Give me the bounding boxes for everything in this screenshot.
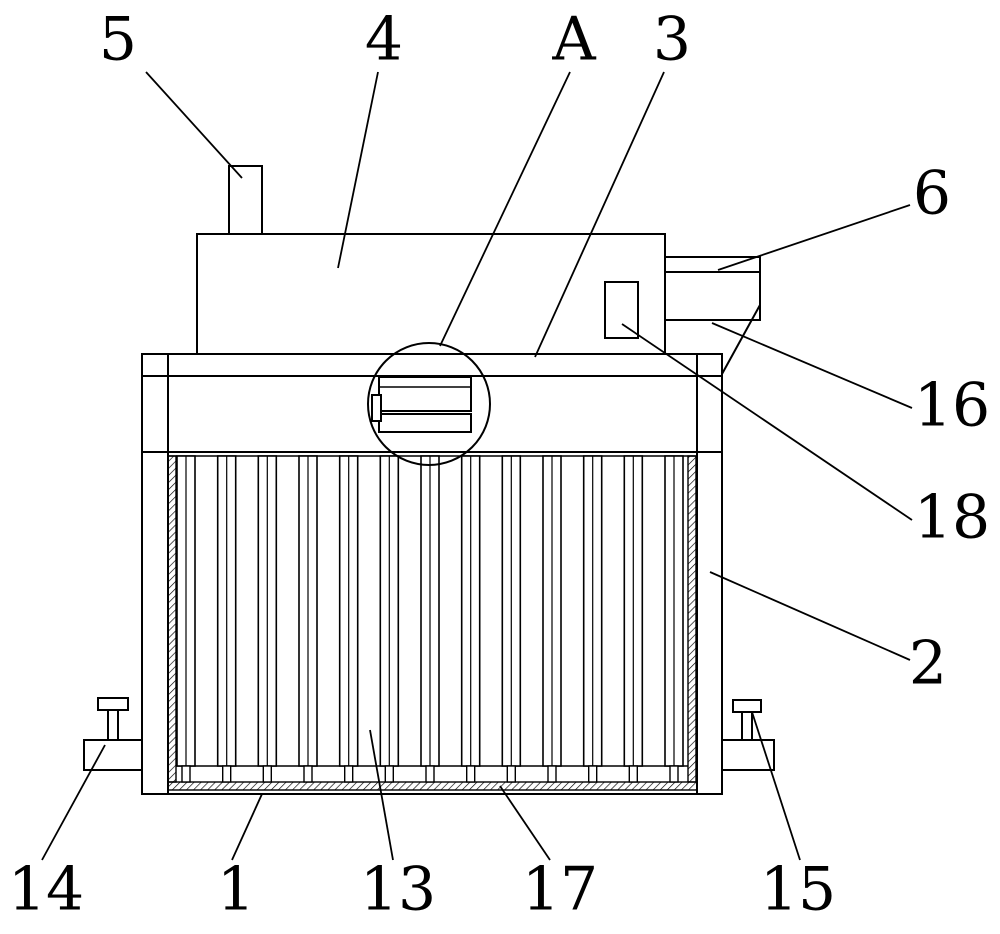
chimney bbox=[228, 165, 263, 235]
leader-4 bbox=[337, 71, 379, 269]
callout-5: 5 bbox=[99, 5, 137, 75]
callout-16: 16 bbox=[914, 371, 990, 441]
bottom-plate bbox=[167, 781, 698, 791]
detail-part-upper bbox=[378, 376, 472, 412]
detail-circle-a bbox=[367, 342, 491, 466]
tube-foot bbox=[262, 765, 272, 783]
tube-foot bbox=[221, 765, 232, 783]
tube-foot bbox=[425, 765, 435, 783]
callout-18: 18 bbox=[914, 483, 990, 553]
leader-18 bbox=[621, 323, 913, 521]
callout-13: 13 bbox=[360, 855, 436, 925]
callout-3: 3 bbox=[653, 5, 691, 75]
tube-foot bbox=[628, 765, 638, 783]
right-bolt-head bbox=[732, 699, 762, 713]
leader-13 bbox=[369, 729, 394, 861]
detail-clip bbox=[371, 394, 382, 422]
leader-14 bbox=[41, 744, 106, 861]
leader-5 bbox=[145, 71, 243, 179]
callout-4: 4 bbox=[365, 5, 403, 75]
callout-6: 6 bbox=[913, 159, 951, 229]
callout-a: A bbox=[551, 5, 596, 75]
tube-foot bbox=[547, 765, 557, 783]
tube-foot bbox=[466, 765, 476, 783]
leader-16 bbox=[711, 322, 913, 409]
tube-foot bbox=[181, 765, 191, 783]
tube-bundle bbox=[176, 455, 684, 783]
leader-15 bbox=[751, 711, 801, 861]
sensor-window bbox=[604, 281, 639, 339]
tube-foot bbox=[506, 765, 516, 783]
side-outlet bbox=[664, 256, 761, 321]
tank-wall-left bbox=[167, 455, 177, 783]
left-foot bbox=[83, 739, 143, 771]
callout-14: 14 bbox=[8, 855, 84, 925]
top-housing bbox=[196, 233, 666, 355]
detail-part-lower bbox=[378, 413, 472, 433]
tube-foot bbox=[344, 765, 354, 783]
callout-2: 2 bbox=[909, 629, 947, 699]
callout-17: 17 bbox=[522, 855, 598, 925]
leader-a bbox=[439, 71, 571, 347]
tube-foot bbox=[669, 765, 679, 783]
deflector bbox=[721, 257, 761, 375]
leader-2 bbox=[709, 571, 911, 661]
callout-1: 1 bbox=[217, 855, 255, 925]
tube-foot bbox=[303, 765, 313, 783]
left-bolt-head bbox=[97, 697, 129, 711]
callout-15: 15 bbox=[760, 855, 836, 925]
leader-17 bbox=[499, 785, 551, 861]
tube-foot bbox=[384, 765, 394, 783]
tank-wall-right bbox=[687, 455, 697, 783]
tube-foot bbox=[588, 765, 598, 783]
leader-3 bbox=[534, 71, 665, 358]
leader-1 bbox=[231, 793, 263, 861]
leader-6 bbox=[717, 204, 911, 271]
